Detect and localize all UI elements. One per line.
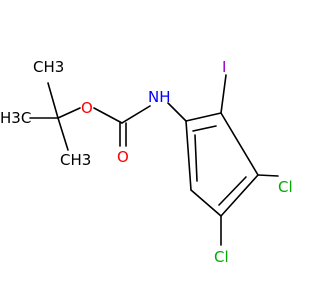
label-chlorine-bottom: Cl <box>214 248 229 266</box>
molecule-drawing: CH3 H3C CH3 O O NH I Cl Cl <box>0 58 293 266</box>
bond-ring-chlorine-right <box>257 174 279 177</box>
ring-double-c5-c6 <box>194 134 198 182</box>
ring-bond-c4-c5 <box>190 189 222 217</box>
ring-double-c3-c4 <box>218 176 247 206</box>
ring-double-c1-c2 <box>192 125 217 132</box>
ring-bond-c1-c2 <box>185 112 222 122</box>
label-oxygen-carbonyl: O <box>117 148 129 166</box>
label-amine: NH <box>148 88 171 106</box>
label-oxygen-ester: O <box>81 99 93 117</box>
ring-bond-c3-c4 <box>220 174 259 217</box>
bond-tbu-methyl-top <box>47 82 59 119</box>
bond-n-ring <box>167 102 187 122</box>
bond-carbonyl-c-n <box>121 105 151 124</box>
bond-ring-iodine <box>220 74 227 114</box>
label-iodine: I <box>222 58 226 76</box>
ring-bond-c5-c6 <box>185 120 192 191</box>
label-methyl-left: H3C <box>0 109 31 127</box>
bond-o-carbonyl-c <box>93 107 123 124</box>
label-chlorine-right: Cl <box>278 178 293 196</box>
ring-bond-c2-c3 <box>220 112 259 176</box>
label-methyl-top: CH3 <box>33 58 64 76</box>
structure-canvas: CH3 H3C CH3 O O NH I Cl Cl <box>0 58 293 266</box>
label-methyl-right: CH3 <box>60 151 91 169</box>
bond-tbu-o <box>57 107 81 119</box>
bond-tbu-methyl-right <box>57 117 69 151</box>
